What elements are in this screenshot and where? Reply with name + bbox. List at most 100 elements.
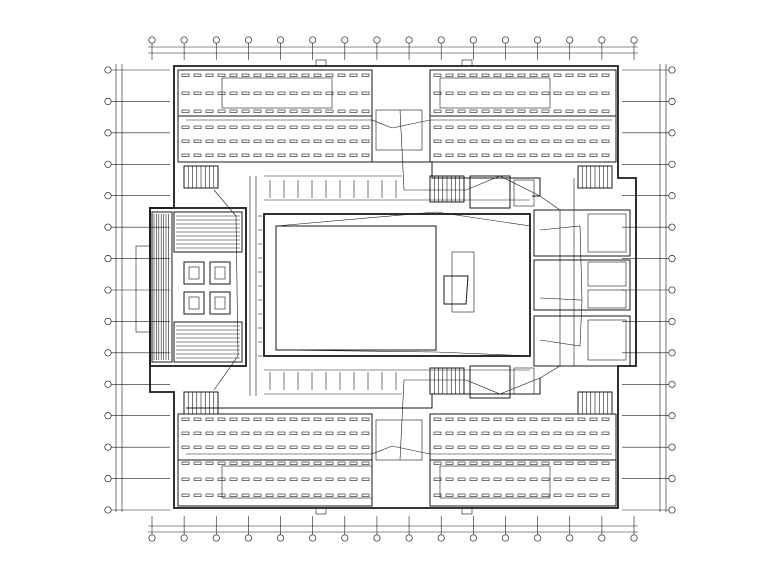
light-fixture <box>349 109 358 113</box>
light-fixture <box>469 493 478 497</box>
light-fixture <box>253 477 262 481</box>
axis-bubble <box>373 36 381 44</box>
light-fixture <box>217 493 226 497</box>
light-fixture <box>265 477 274 481</box>
light-fixture <box>577 417 586 421</box>
light-fixture <box>469 431 478 435</box>
light-fixture <box>529 91 538 95</box>
light-fixture <box>529 139 538 143</box>
light-fixture <box>469 91 478 95</box>
light-fixture <box>601 461 610 465</box>
axis-bubble <box>501 36 510 44</box>
light-fixture <box>577 91 586 95</box>
light-fixture <box>337 445 346 449</box>
light-fixture <box>313 461 322 465</box>
axis-bubble <box>180 534 188 542</box>
light-fixture <box>529 109 538 113</box>
light-fixture <box>289 139 298 143</box>
light-fixture <box>565 493 574 497</box>
light-fixture <box>433 493 442 497</box>
axis-bubble <box>309 534 317 542</box>
light-fixture <box>505 431 514 435</box>
light-fixture <box>589 125 598 129</box>
light-fixture <box>529 477 538 481</box>
right-wing <box>533 178 631 367</box>
light-fixture <box>313 431 322 435</box>
light-fixture <box>193 109 202 113</box>
light-fixture <box>517 477 526 481</box>
light-fixture <box>481 73 490 77</box>
light-fixture <box>289 153 298 157</box>
light-fixture <box>277 461 286 465</box>
light-fixture <box>301 91 310 95</box>
light-fixture <box>553 73 562 77</box>
light-fixture <box>265 125 274 129</box>
light-fixture <box>517 153 526 157</box>
light-fixture <box>505 125 514 129</box>
axis-bubble <box>668 380 676 388</box>
light-fixture <box>553 445 562 449</box>
light-fixture <box>217 153 226 157</box>
left-wing-hatching <box>153 214 240 360</box>
light-fixture <box>301 125 310 129</box>
axis-bubble <box>668 443 676 451</box>
light-fixture <box>205 417 214 421</box>
light-fixture <box>349 461 358 465</box>
light-fixture <box>445 109 454 113</box>
axis-bubble <box>104 506 112 514</box>
light-fixture <box>553 153 562 157</box>
light-fixture <box>577 153 586 157</box>
light-fixture <box>337 477 346 481</box>
light-fixture <box>253 139 262 143</box>
light-fixture <box>325 477 334 481</box>
light-fixture <box>589 493 598 497</box>
light-fixture <box>217 109 226 113</box>
light-fixture <box>565 477 574 481</box>
axis-bubble <box>104 129 112 137</box>
light-fixture <box>289 417 298 421</box>
light-fixture <box>181 109 190 113</box>
light-fixture <box>457 461 466 465</box>
axis-bubble <box>104 412 112 420</box>
light-fixture <box>301 417 310 421</box>
light-fixture <box>349 477 358 481</box>
light-fixture <box>541 493 550 497</box>
light-fixture <box>565 109 574 113</box>
light-fixture <box>469 445 478 449</box>
light-fixture <box>457 493 466 497</box>
light-fixture <box>445 153 454 157</box>
light-fixture <box>313 493 322 497</box>
dimension-lines <box>115 46 667 533</box>
light-fixture <box>457 109 466 113</box>
light-fixture <box>205 153 214 157</box>
light-fixture <box>229 493 238 497</box>
light-fixture <box>229 477 238 481</box>
light-fixture <box>433 73 442 77</box>
light-fixture <box>325 417 334 421</box>
light-fixture <box>337 417 346 421</box>
axis-bubble <box>104 380 112 388</box>
light-fixture <box>445 493 454 497</box>
axis-bubble <box>180 36 188 44</box>
light-fixture <box>577 445 586 449</box>
light-fixture <box>265 493 274 497</box>
light-fixture <box>349 139 358 143</box>
building-outline <box>149 65 637 509</box>
light-fixture <box>265 73 274 77</box>
axis-bubble <box>598 534 606 542</box>
light-fixture <box>457 417 466 421</box>
axis-bubble <box>104 97 112 105</box>
axis-bubbles-top <box>148 36 638 60</box>
axis-bubble <box>437 36 445 44</box>
light-fixture <box>469 139 478 143</box>
axis-bubbles-bottom <box>148 516 638 542</box>
axis-bubble <box>598 36 606 44</box>
light-fixture <box>193 445 202 449</box>
light-fixture <box>445 91 454 95</box>
light-fixture <box>301 461 310 465</box>
axis-bubble <box>668 129 676 137</box>
light-fixture <box>361 445 370 449</box>
light-fixture <box>289 477 298 481</box>
light-fixture <box>229 431 238 435</box>
axis-bubble <box>104 160 112 168</box>
